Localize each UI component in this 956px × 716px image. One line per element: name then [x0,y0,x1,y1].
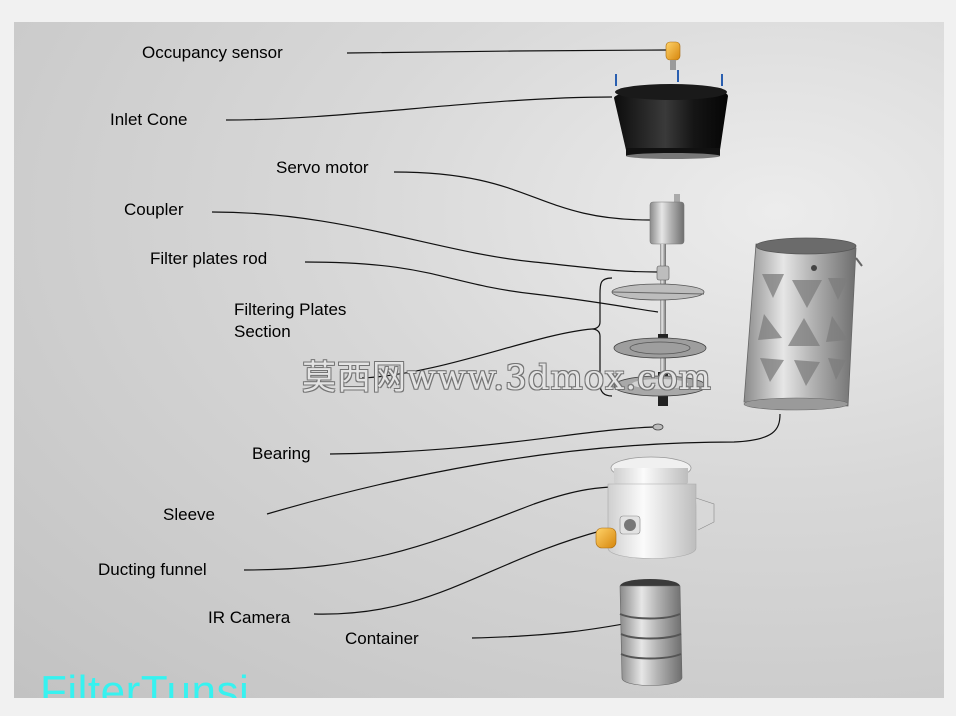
label-servo-motor: Servo motor [276,158,369,177]
exploded-view-canvas: Occupancy sensor Inlet Cone Servo motor … [14,22,944,698]
leader-lines [211,49,781,639]
leader-line-filtering-plates-brace [361,328,593,379]
brand-title: FilterTunsi [40,667,250,699]
leader-line-bearing [329,426,655,455]
leader-line-inlet-cone [225,96,613,121]
label-ducting-funnel: Ducting funnel [98,560,207,579]
bearing-part [652,423,664,431]
label-occupancy-sensor: Occupancy sensor [142,43,283,62]
sleeve-part [607,456,715,559]
label-ir-camera: IR Camera [208,608,291,627]
ir-camera-part [595,527,617,549]
leader-line-occupancy-sensor [346,49,667,54]
leader-line-servo-motor [393,171,651,221]
label-sleeve: Sleeve [163,505,215,524]
leader-line-coupler [211,211,658,273]
label-filtering-plates-line2: Section [234,322,291,341]
label-container: Container [345,629,419,648]
label-inlet-cone: Inlet Cone [110,110,188,129]
leader-line-filter-plates-rod [304,261,659,313]
leader-line-ducting-funnel [243,486,611,571]
label-filtering-plates-section: Filtering Plates Section [234,299,374,343]
exploded-view-drawing [211,41,863,686]
container-part [619,579,683,686]
leader-line-ir-camera [313,529,605,615]
label-bearing: Bearing [252,444,311,463]
outer-barrel-part [743,237,863,411]
watermark-text: 莫西网www.3dmox.com [302,358,712,398]
filtering-plates-part [611,283,707,397]
label-filtering-plates-line1: Filtering Plates [234,300,347,319]
occupancy-sensor-part [665,41,681,70]
leader-line-sleeve-to-barrel [266,413,781,515]
inlet-cone-part [614,70,728,159]
label-coupler: Coupler [124,200,184,219]
servo-motor-part [649,194,685,245]
label-filter-plates-rod: Filter plates rod [150,249,268,268]
filtering-plates-brace [591,277,613,397]
